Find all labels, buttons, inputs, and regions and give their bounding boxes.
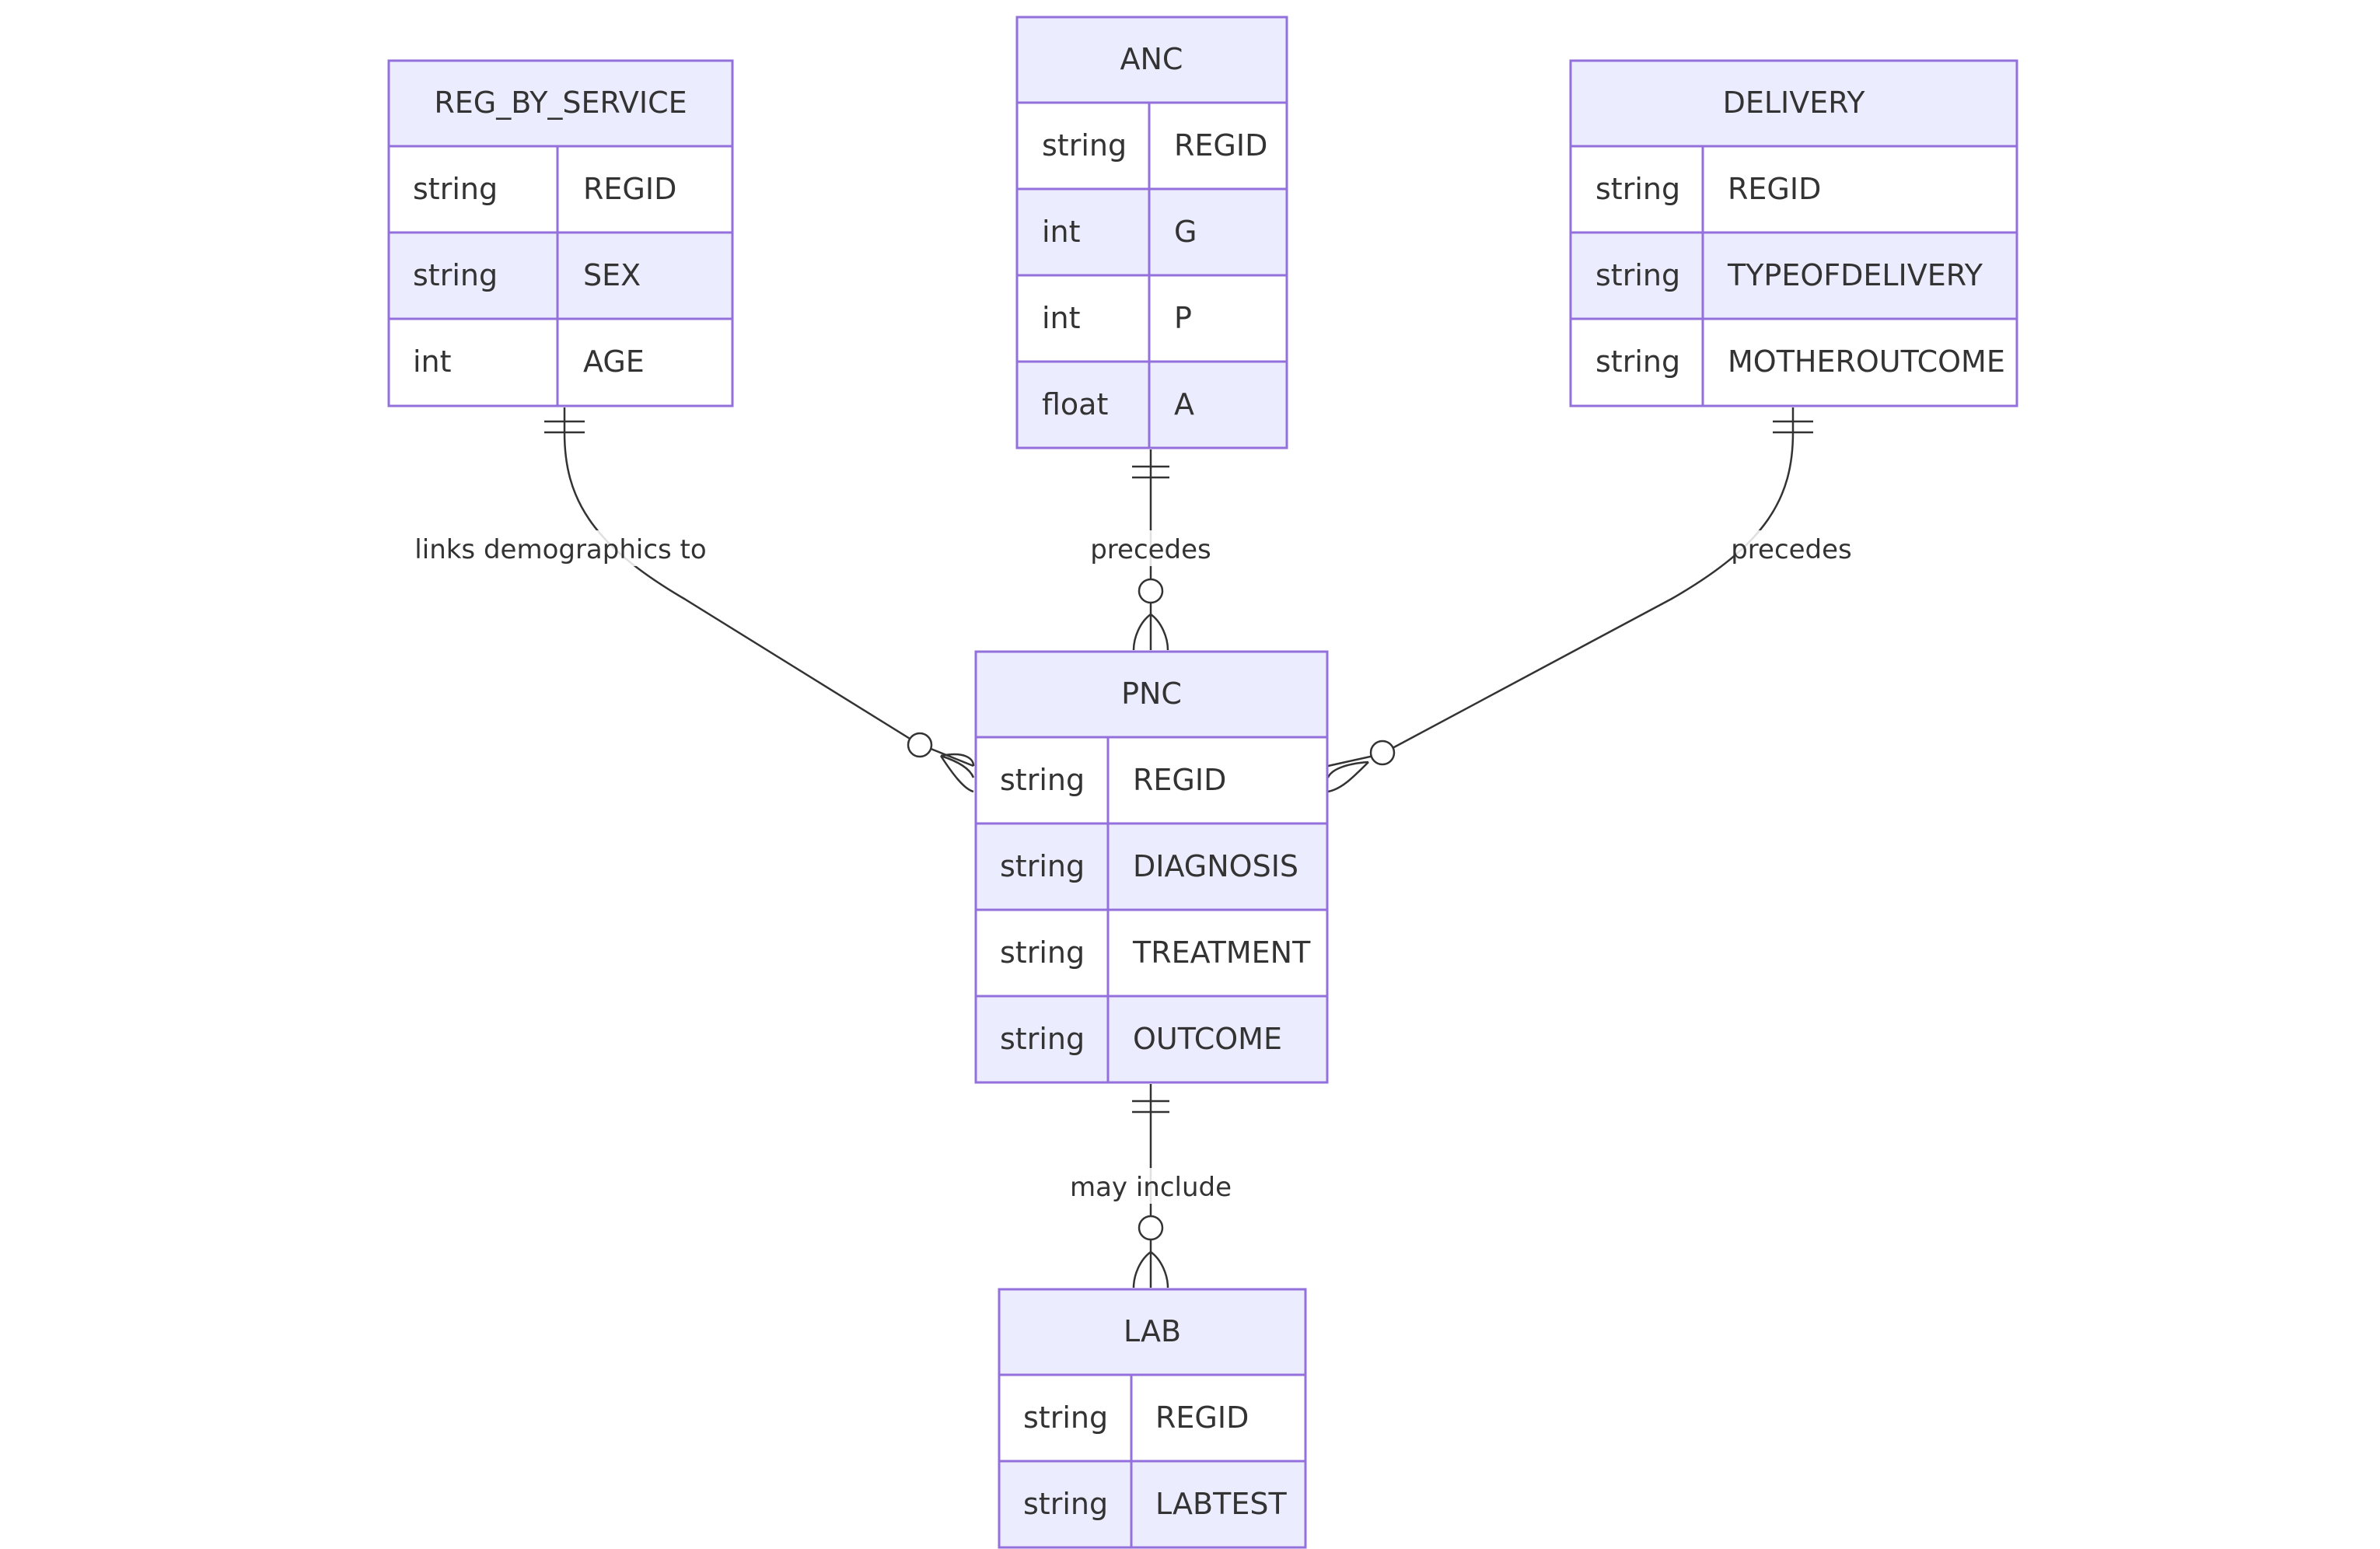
relationship-label: precedes bbox=[1090, 530, 1211, 566]
crowfoot-marker bbox=[940, 753, 975, 767]
attribute-name: REGID bbox=[1133, 763, 1226, 797]
zero-marker bbox=[1138, 1215, 1164, 1241]
attribute-name: REGID bbox=[1728, 172, 1821, 206]
relationship-delivery-to-pnc bbox=[1326, 407, 1813, 793]
entity-title: ANC bbox=[1120, 42, 1183, 76]
attribute-name: TREATMENT bbox=[1132, 935, 1311, 970]
attribute-type: string bbox=[1000, 1022, 1085, 1056]
relationship-label-text: precedes bbox=[1731, 534, 1852, 565]
zero-marker bbox=[1138, 578, 1164, 604]
zero-marker bbox=[1369, 740, 1396, 766]
relationship-label: may include bbox=[1070, 1168, 1232, 1204]
attribute-name: TYPEOFDELIVERY bbox=[1727, 258, 1983, 292]
attribute-name: MOTHEROUTCOME bbox=[1728, 344, 2005, 379]
relationship-label: precedes bbox=[1731, 530, 1852, 566]
entity-title: DELIVERY bbox=[1723, 86, 1866, 120]
attribute-name: LABTEST bbox=[1155, 1487, 1287, 1521]
attribute-type: int bbox=[1042, 301, 1081, 335]
attribute-type: string bbox=[413, 258, 498, 292]
attribute-type: string bbox=[1000, 849, 1085, 883]
attribute-name: DIAGNOSIS bbox=[1133, 849, 1298, 883]
attribute-type: string bbox=[1595, 258, 1680, 292]
crowfoot-marker bbox=[1132, 1250, 1152, 1289]
entity-pnc[interactable]: PNC string REGID string DIAGNOSIS string… bbox=[974, 650, 1329, 1084]
attribute-name: REGID bbox=[1155, 1400, 1249, 1435]
entity-title: PNC bbox=[1121, 677, 1182, 711]
attribute-type: string bbox=[1023, 1400, 1108, 1435]
attribute-type: string bbox=[1023, 1487, 1108, 1521]
attribute-name: REGID bbox=[1174, 128, 1267, 163]
entity-title: LAB bbox=[1124, 1314, 1181, 1348]
attribute-name: G bbox=[1174, 215, 1197, 249]
crowfoot-marker bbox=[1327, 761, 1369, 793]
relationship-label-text: precedes bbox=[1090, 534, 1211, 565]
attribute-type: string bbox=[413, 172, 498, 206]
entity-lab[interactable]: LAB string REGID string LABTEST bbox=[998, 1288, 1307, 1549]
attribute-name: OUTCOME bbox=[1133, 1022, 1282, 1056]
attribute-type: string bbox=[1000, 935, 1085, 970]
attribute-type: string bbox=[1595, 172, 1680, 206]
crowfoot-marker bbox=[1132, 613, 1152, 651]
attribute-type: string bbox=[1000, 763, 1085, 797]
relationship-label-text: links demographics to bbox=[414, 534, 706, 565]
attribute-name: P bbox=[1174, 301, 1192, 335]
crowfoot-marker bbox=[1150, 613, 1169, 651]
attribute-name: SEX bbox=[583, 258, 641, 292]
attribute-type: string bbox=[1595, 344, 1680, 379]
attribute-type: string bbox=[1042, 128, 1127, 163]
crowfoot-marker bbox=[940, 754, 975, 778]
attribute-type: int bbox=[1042, 215, 1081, 249]
attribute-name: AGE bbox=[583, 344, 645, 379]
entity-title: REG_BY_SERVICE bbox=[434, 86, 687, 120]
relationship-reg-to-pnc bbox=[544, 407, 975, 793]
attribute-name: A bbox=[1174, 387, 1194, 421]
crowfoot-marker bbox=[1326, 761, 1369, 778]
entity-anc[interactable]: ANC string REGID int G int P float A bbox=[1015, 16, 1288, 449]
attribute-type: float bbox=[1042, 387, 1108, 421]
relationship-label-text: may include bbox=[1070, 1172, 1232, 1203]
attribute-name: REGID bbox=[583, 172, 676, 206]
zero-marker bbox=[907, 732, 933, 758]
crowfoot-marker bbox=[1150, 1250, 1169, 1289]
entity-delivery[interactable]: DELIVERY string REGID string TYPEOFDELIV… bbox=[1569, 59, 2018, 407]
crowfoot-marker bbox=[939, 755, 974, 793]
entity-reg-by-service[interactable]: REG_BY_SERVICE string REGID string SEX i… bbox=[387, 59, 734, 407]
attribute-type: int bbox=[413, 344, 452, 379]
relationship-label: links demographics to bbox=[414, 530, 707, 566]
